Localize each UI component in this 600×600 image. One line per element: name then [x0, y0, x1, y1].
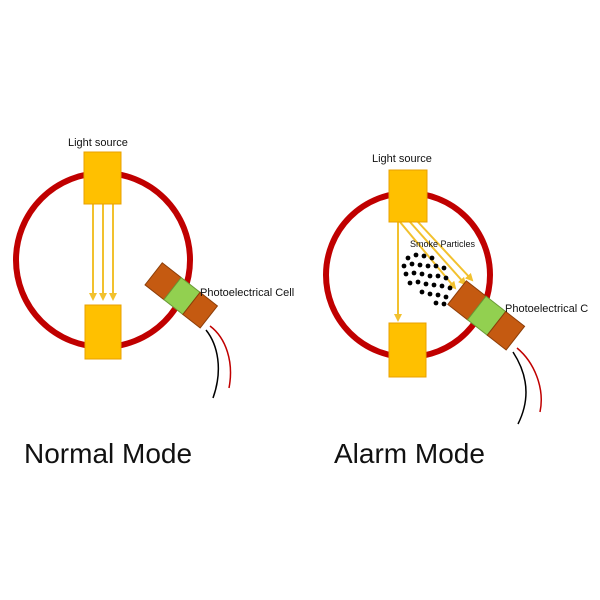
alarm-beam-scatter-2 [409, 221, 467, 286]
alarm-particles-label: Smoke Particles [410, 239, 476, 249]
alarm-light-source-label: Light source [372, 153, 432, 165]
alarm-mode-title: Alarm Mode [334, 438, 485, 469]
normal-light-source-block [83, 151, 122, 205]
smoke-particles [401, 252, 453, 307]
alarm-mode-diagram: Light source Smoke Particles Photoelectr… [323, 153, 588, 469]
normal-photo-cell-icon [144, 262, 219, 329]
alarm-cell-label: Photoelectrical C [505, 303, 588, 315]
alarm-photo-cell-icon [447, 280, 526, 351]
normal-wire-red [209, 325, 232, 389]
normal-wire-black [205, 329, 220, 399]
normal-mode-diagram: Light source Photoelectrical Cell Normal… [13, 137, 294, 469]
alarm-wire-red [516, 347, 542, 413]
normal-mode-title: Normal Mode [24, 438, 192, 469]
alarm-light-source-block [388, 169, 428, 223]
normal-receiver-block [84, 304, 122, 360]
alarm-receiver-block [388, 322, 427, 378]
normal-light-source-label: Light source [68, 137, 128, 149]
alarm-beam-scatter-3 [417, 221, 474, 282]
alarm-wire-black [512, 351, 527, 425]
normal-cell-label: Photoelectrical Cell [200, 287, 294, 299]
